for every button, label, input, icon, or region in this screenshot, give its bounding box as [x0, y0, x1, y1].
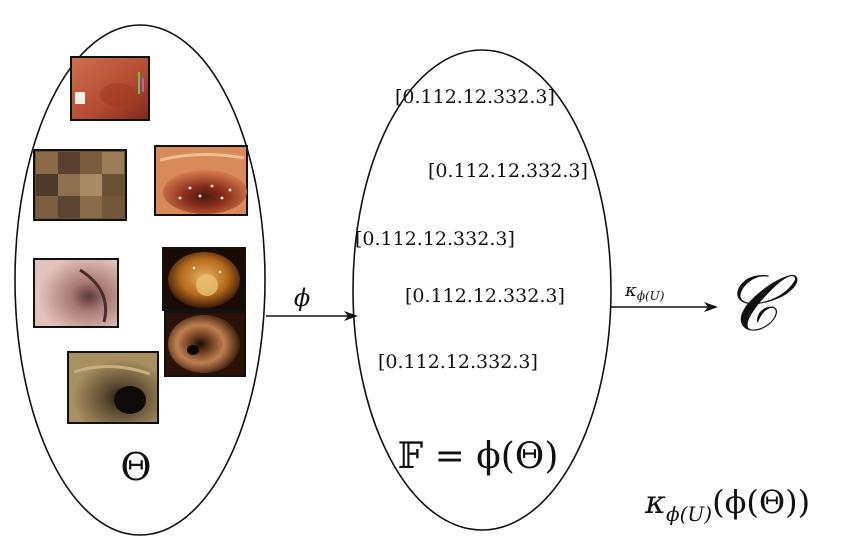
kappa-symbol: κ [624, 280, 637, 301]
input-set-label: Θ [120, 445, 151, 489]
kappa-subscript: ϕ(U) [637, 289, 665, 303]
endoscopy-thumb-polyp-red [154, 145, 248, 216]
feature-set-ellipse [352, 49, 612, 531]
input-set-ellipse [14, 24, 266, 536]
feature-set-formula: 𝔽 = ϕ(Θ) [398, 436, 559, 477]
feature-vector: [0.112.12.332.3] [355, 228, 515, 250]
feature-vector: [0.112.12.332.3] [378, 351, 538, 373]
output-kappa-subscript: ϕ(U) [666, 502, 712, 526]
cluster-symbol: 𝒞 [722, 259, 798, 349]
endoscopy-thumb-reddish-top [70, 56, 150, 121]
phi-label: ϕ [294, 284, 310, 312]
endoscopy-thumb-orange-polyp [162, 247, 246, 311]
output-kappa: κ [644, 483, 666, 521]
output-expression: κϕ(U)(ϕ(Θ)) [644, 483, 810, 526]
feature-vector: [0.112.12.332.3] [395, 86, 555, 108]
output-argument: (ϕ(Θ)) [712, 483, 810, 521]
endoscopy-thumb-tunnel [164, 311, 246, 377]
endoscopy-thumb-pixelated [33, 149, 127, 221]
feature-vector: [0.112.12.332.3] [405, 285, 565, 307]
endoscopy-thumb-dark-lumen [67, 351, 159, 424]
kappa-label: κϕ(U) [624, 280, 665, 303]
endoscopy-thumb-pink-lumen [33, 258, 119, 328]
feature-vector: [0.112.12.332.3] [428, 160, 588, 182]
